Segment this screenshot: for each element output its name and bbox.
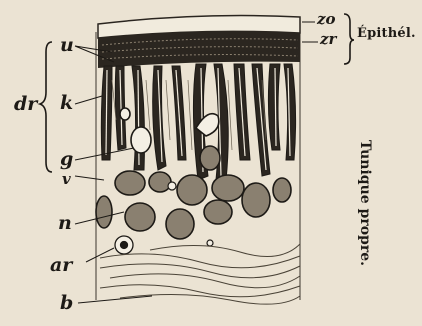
nucleus — [177, 175, 207, 205]
nucleus — [273, 178, 291, 202]
label-k: k — [60, 94, 73, 113]
label-v: v — [62, 172, 71, 187]
label-ar: ar — [50, 256, 72, 275]
artery — [115, 236, 133, 254]
label-zr: zr — [320, 32, 336, 47]
nucleus — [149, 172, 171, 192]
label-b: b — [60, 294, 73, 313]
vessel — [120, 108, 130, 120]
gland — [153, 66, 166, 170]
label-g: g — [60, 150, 73, 169]
nucleus — [166, 209, 194, 239]
nucleus — [125, 203, 155, 231]
label-epithel: Épithél. — [357, 27, 416, 40]
label-zo: zo — [317, 12, 336, 27]
brace-dr — [40, 42, 52, 172]
label-tunique-propre: Tunique propre. — [357, 140, 373, 266]
label-n: n — [58, 214, 72, 233]
nucleus — [96, 196, 112, 228]
label-dr: dr — [14, 95, 37, 114]
brace-epithel — [344, 14, 354, 64]
nucleus — [115, 171, 145, 195]
nucleus — [204, 200, 232, 224]
gland — [268, 64, 280, 150]
connective-fibres — [100, 244, 300, 304]
nucleus — [242, 183, 270, 217]
epithelium-zr — [98, 31, 300, 68]
vessel — [131, 127, 151, 153]
label-u: u — [60, 36, 74, 55]
glands — [101, 64, 295, 180]
nucleus — [212, 175, 244, 201]
nucleus — [200, 146, 220, 170]
